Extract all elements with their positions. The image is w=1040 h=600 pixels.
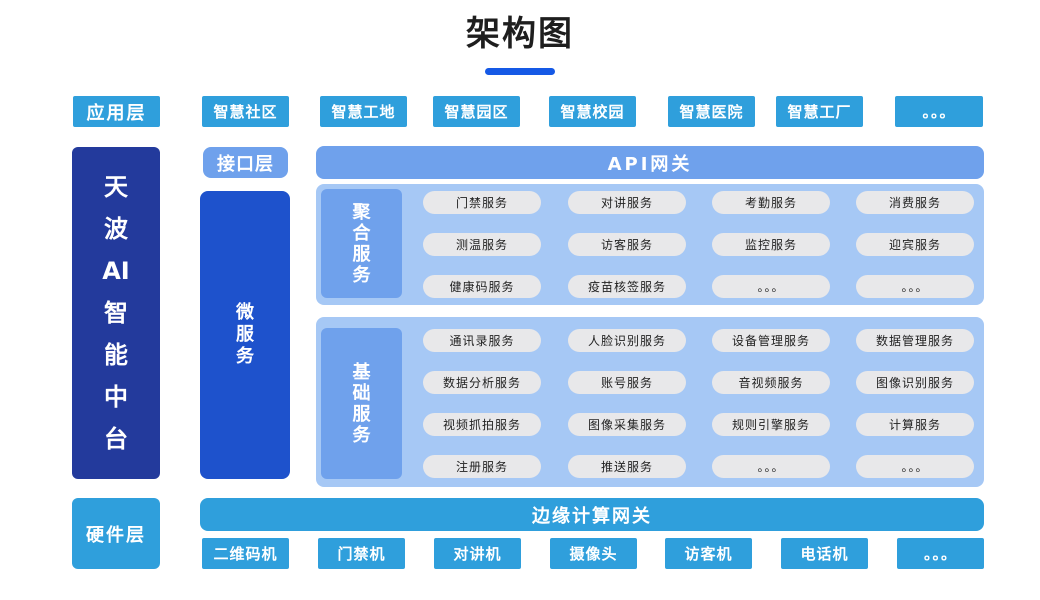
- service-pill: 访客服务: [568, 233, 686, 256]
- app-item: 智慧工地: [320, 96, 407, 127]
- diagram-title: 架构图: [466, 14, 574, 54]
- service-pill: 图像识别服务: [856, 371, 974, 394]
- service-pill: 规则引擎服务: [712, 413, 830, 436]
- platform-char: 智: [104, 299, 128, 327]
- service-pill: 。。。: [712, 455, 830, 478]
- label-char: 服: [352, 403, 371, 425]
- platform-char: 台: [104, 425, 128, 453]
- hardware-item: 电话机: [781, 538, 868, 569]
- app-item-more: 。。。: [895, 96, 983, 127]
- micro-char: 微: [236, 302, 254, 323]
- service-pill: 考勤服务: [712, 191, 830, 214]
- label-char: 础: [352, 382, 371, 404]
- service-pill: 推送服务: [568, 455, 686, 478]
- service-pill: 通讯录服务: [423, 329, 541, 352]
- label-char: 务: [352, 264, 371, 286]
- label-char: 务: [352, 424, 371, 446]
- label-char: 服: [352, 243, 371, 265]
- platform-char: AI: [102, 257, 130, 285]
- service-pill: 迎宾服务: [856, 233, 974, 256]
- service-pill: 对讲服务: [568, 191, 686, 214]
- service-pill: 健康码服务: [423, 275, 541, 298]
- hardware-item: 二维码机: [202, 538, 289, 569]
- app-item: 智慧工厂: [776, 96, 863, 127]
- service-pill: 。。。: [856, 455, 974, 478]
- aggregate-services-panel: 聚 合 服 务 门禁服务 对讲服务 考勤服务 消费服务测温服务 访客服务 监控服务 迎宾服务…: [316, 184, 984, 305]
- micro-services-block: 微 服 务: [200, 191, 290, 479]
- service-pill: 门禁服务: [423, 191, 541, 214]
- label-char: 合: [352, 222, 371, 244]
- app-item: 智慧校园: [549, 96, 636, 127]
- service-pill: 监控服务: [712, 233, 830, 256]
- platform-char: 中: [104, 383, 128, 411]
- service-pill: 消费服务: [856, 191, 974, 214]
- service-pill: 数据分析服务: [423, 371, 541, 394]
- platform-char: 波: [104, 215, 128, 243]
- service-pill: 音视频服务: [712, 371, 830, 394]
- service-pill: 。。。: [856, 275, 974, 298]
- hardware-item-more: 。。。: [897, 538, 984, 569]
- hardware-item: 对讲机: [434, 538, 521, 569]
- app-item: 智慧医院: [668, 96, 755, 127]
- ai-platform-block: 天 波 AI 智 能 中 台: [72, 147, 160, 479]
- hardware-item: 访客机: [665, 538, 752, 569]
- hardware-item: 摄像头: [550, 538, 637, 569]
- label-char: 聚: [352, 201, 371, 223]
- app-item: 智慧社区: [202, 96, 289, 127]
- basic-services-label: 基 础 服 务: [321, 328, 402, 479]
- micro-char: 服: [236, 324, 254, 345]
- basic-services-panel: 基 础 服 务 通讯录服务 人脸识别服务 设备管理服务 数据管理服务数据分析服务 账号服…: [316, 317, 984, 487]
- edge-computing-gateway: 边缘计算网关: [200, 498, 984, 531]
- hardware-layer-label: 硬件层: [72, 498, 160, 569]
- service-pill: 账号服务: [568, 371, 686, 394]
- service-pill: 疫苗核签服务: [568, 275, 686, 298]
- app-item: 智慧园区: [433, 96, 520, 127]
- platform-char: 天: [104, 173, 128, 201]
- service-pill: 视频抓拍服务: [423, 413, 541, 436]
- aggregate-services-label: 聚 合 服 务: [321, 189, 402, 298]
- micro-char: 务: [236, 346, 254, 367]
- api-gateway: API网关: [316, 146, 984, 179]
- hardware-item: 门禁机: [318, 538, 405, 569]
- service-pill: 人脸识别服务: [568, 329, 686, 352]
- platform-char: 能: [104, 341, 128, 369]
- service-pill: 测温服务: [423, 233, 541, 256]
- interface-layer-label: 接口层: [203, 147, 288, 178]
- service-pill: 图像采集服务: [568, 413, 686, 436]
- app-layer-label: 应用层: [73, 96, 160, 127]
- service-pill: 数据管理服务: [856, 329, 974, 352]
- service-pill: 。。。: [712, 275, 830, 298]
- service-pill: 设备管理服务: [712, 329, 830, 352]
- service-pill: 计算服务: [856, 413, 974, 436]
- title-underline: [485, 68, 555, 75]
- service-pill: 注册服务: [423, 455, 541, 478]
- label-char: 基: [352, 361, 371, 383]
